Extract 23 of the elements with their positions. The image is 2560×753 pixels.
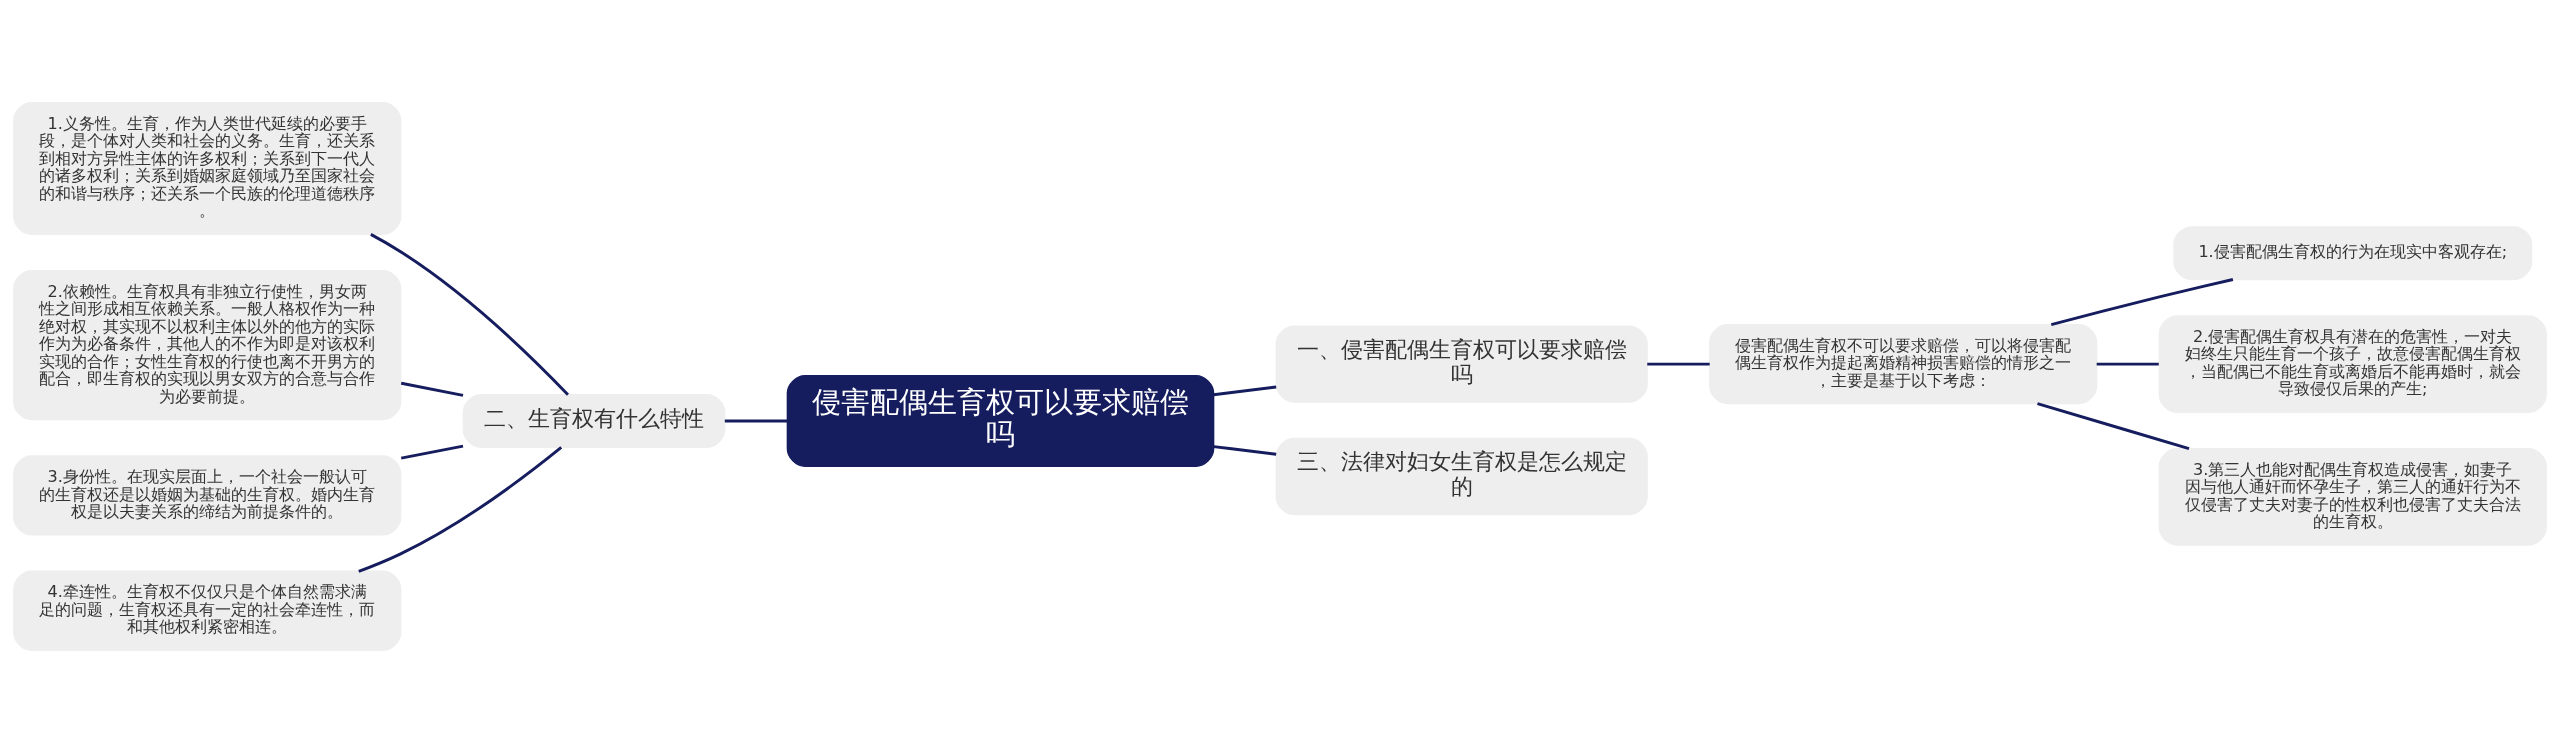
node-box: 侵害配偶生育权不可以要求赔偿，可以将侵害配偶生育权作为提起离婚精神损害赔偿的情形之一，主要是基于以下考虑： [1709, 323, 2098, 405]
connector [2096, 362, 2159, 366]
node-box: 4.牵连性。生育权不仅仅只是个体自然需求满足的问题，生育权还具有一定的社会牵连性，而和其他权利紧密相连。 [13, 570, 402, 651]
node-box: 1.义务性。生育，作为人类世代延续的必要手段，是个体对人类和社会的义务。生育，还关系到相对方异性主体的许多权利；关系到下一代人的诸多权利；关系到婚姻家庭领域乃至国家社会的和谐与秩序；还关系一个民族的伦理道德秩序。 [13, 102, 402, 235]
node-box: 二、生育权有什么特性 [462, 394, 726, 449]
node-box: 一、侵害配偶生育权可以要求赔偿吗 [1275, 325, 1648, 403]
connector [2037, 402, 2190, 451]
connector [2050, 278, 2234, 326]
node-box: 侵害配偶生育权可以要求赔偿吗 [786, 375, 1215, 467]
connector [1213, 445, 1277, 456]
connector [400, 444, 464, 460]
node-box: 3.第三人也能对配偶生育权造成侵害，如妻子因与他人通奸而怀孕生子，第三人的通奸行为不仅侵害了丈夫对妻子的性权利也侵害了丈夫合法的生育权。 [2158, 448, 2547, 546]
connector [400, 381, 464, 397]
connector [370, 233, 569, 396]
node-box: 1.侵害配偶生育权的行为在现实中客观存在; [2173, 226, 2533, 281]
connector [1647, 362, 1710, 366]
node-box: 2.侵害配偶生育权具有潜在的危害性，一对夫妇终生只能生育一个孩子，故意侵害配偶生育权，当配偶已不能生育或离婚后不能再婚时，就会导致侵仅后果的产生; [2158, 315, 2547, 413]
node-box: 3.身份性。在现实层面上，一个社会一般认可的生育权还是以婚姻为基础的生育权。婚内生育权是以夫妻关系的缔结为前提条件的。 [13, 455, 402, 536]
connector [724, 419, 788, 423]
connector [358, 446, 563, 573]
connector [1213, 385, 1277, 397]
node-box: 2.依赖性。生育权具有非独立行使性，男女两性之间形成相互依赖关系。一般人格权作为一种绝对权，其实现不以权利主体以外的他方的实际作为为必备条件，其他人的不作为即是对该权利实现的合作；女性生育权的行使也离不开男方的配合，即生育权的实现以男女双方的合意与合作为必要前提。 [13, 269, 402, 421]
node-box: 三、法律对妇女生育权是怎么规定的 [1275, 437, 1648, 516]
